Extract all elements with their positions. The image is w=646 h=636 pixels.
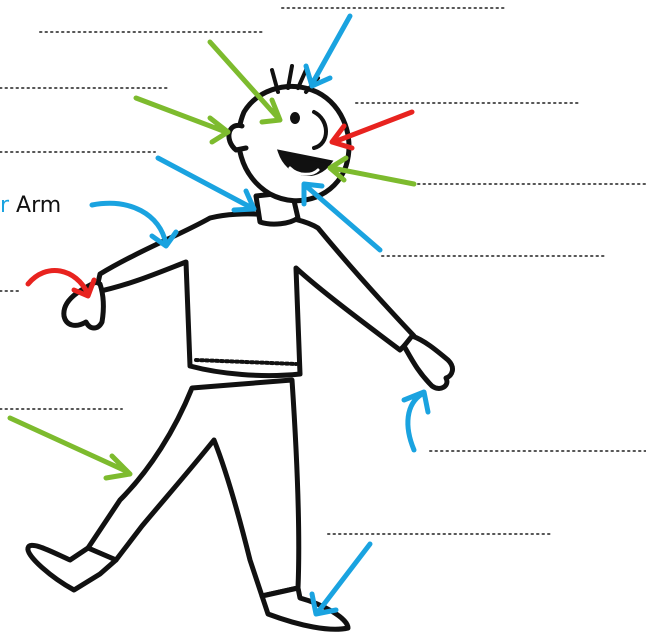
blue-arrow-fingers bbox=[404, 392, 428, 450]
green-arrow-ear bbox=[136, 98, 228, 142]
boy-figure bbox=[28, 86, 453, 629]
blue-arrow-hair bbox=[306, 16, 350, 86]
green-arrow-leg bbox=[10, 418, 130, 478]
label-arm: r Arm bbox=[0, 193, 61, 218]
label-arm-prefix: r bbox=[0, 193, 9, 218]
trousers bbox=[88, 380, 299, 596]
blue-arrow-arm bbox=[92, 203, 176, 246]
left-shoe bbox=[28, 545, 116, 590]
green-arrow-mouth bbox=[330, 158, 414, 184]
right-hand bbox=[404, 336, 452, 388]
eye bbox=[292, 114, 298, 122]
red-arrow-hand bbox=[28, 271, 94, 296]
blue-arrow-neck bbox=[158, 158, 254, 210]
label-arm-word: Arm bbox=[16, 193, 61, 218]
